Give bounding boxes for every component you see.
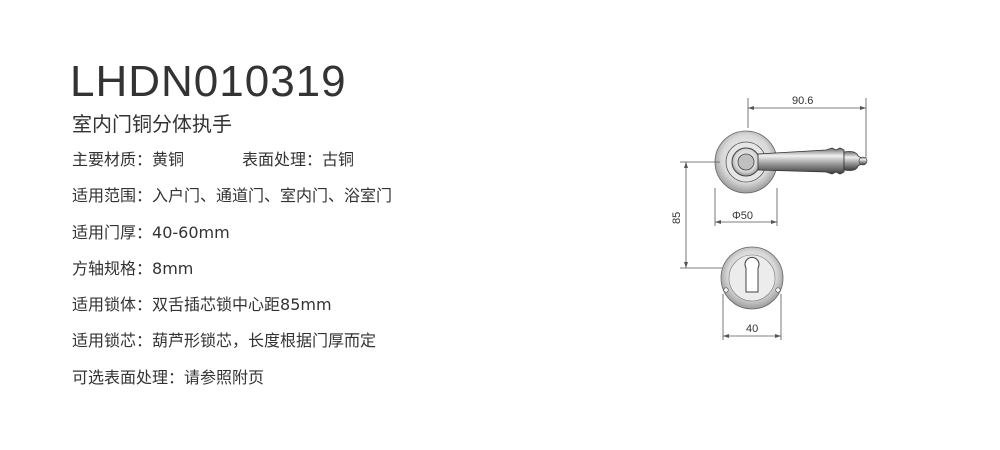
spec-label: 表面处理： — [242, 150, 323, 169]
spec-label: 方轴规格： — [72, 258, 153, 278]
spec-value: 40-60mm — [152, 222, 230, 242]
spec-row-door-thickness: 适用门厚：40-60mm — [72, 218, 392, 254]
spec-value: 入户门、通道门、室内门、浴室门 — [152, 186, 393, 206]
spec-value: 8mm — [152, 258, 194, 278]
spec-value: 葫芦形锁芯，长度根据门厚而定 — [152, 331, 377, 351]
dimension-escutcheon — [722, 294, 782, 340]
spec-row-finish-options: 可选表面处理：请参照附页 — [72, 363, 392, 399]
spec-value: 古铜 — [322, 150, 355, 169]
handle-rose-drawing — [714, 130, 778, 194]
spec-value: 请参照附页 — [184, 367, 265, 387]
spec-label: 可选表面处理： — [72, 367, 185, 387]
product-model: LHDN010319 — [70, 57, 347, 106]
spec-value: 黄铜 — [152, 150, 185, 169]
spec-row-spindle: 方轴规格：8mm — [72, 254, 392, 290]
spec-row-cylinder: 适用锁芯：葫芦形锁芯，长度根据门厚而定 — [72, 326, 392, 362]
dimension-center — [680, 161, 722, 269]
spec-label: 适用锁芯： — [72, 331, 153, 351]
dimension-center-label: 85 — [671, 212, 683, 224]
spec-label: 适用门厚： — [72, 222, 153, 242]
dimension-escutcheon-label: 40 — [746, 323, 758, 335]
spec-label: 适用范围： — [72, 186, 153, 206]
spec-row-scope: 适用范围：入户门、通道门、室内门、浴室门 — [72, 181, 392, 217]
product-subtitle: 室内门铜分体执手 — [72, 112, 232, 136]
dimension-length-label: 90.6 — [792, 95, 813, 107]
spec-label: 主要材质： — [72, 150, 153, 169]
spec-value: 双舌插芯锁中心距85mm — [152, 295, 332, 315]
dimension-rose — [714, 188, 778, 226]
escutcheon-drawing — [720, 246, 784, 310]
technical-drawing: 90.6 85 Φ50 — [671, 95, 868, 340]
dimension-rose-label: Φ50 — [732, 210, 753, 222]
spec-label: 适用锁体： — [72, 295, 153, 315]
spec-row-lock-body: 适用锁体：双舌插芯锁中心距85mm — [72, 290, 392, 326]
dimension-length — [747, 98, 867, 158]
lever-drawing — [757, 147, 868, 175]
spec-list: 主要材质：黄铜 表面处理：古铜 适用范围：入户门、通道门、室内门、浴室门 适用门厚… — [72, 145, 392, 399]
spec-row-material: 主要材质：黄铜 表面处理：古铜 — [72, 145, 392, 181]
